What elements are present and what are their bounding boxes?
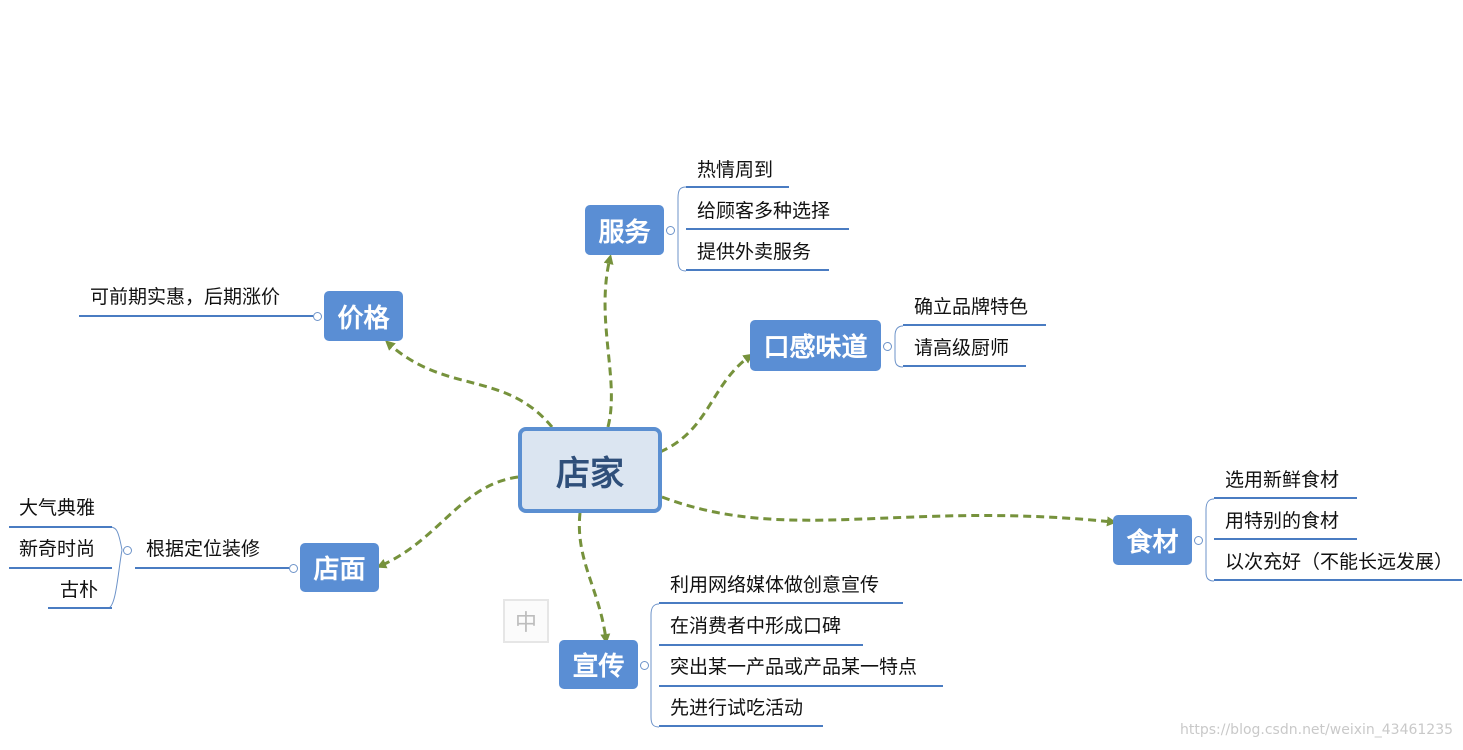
underline <box>659 685 943 687</box>
ime-indicator: 中 <box>503 599 549 643</box>
connector-taste <box>659 353 754 454</box>
topic-ingredients[interactable]: 食材 <box>1113 515 1192 565</box>
underline <box>1214 538 1357 540</box>
connector-promotion <box>577 512 611 644</box>
collapse-toggle-price[interactable] <box>313 312 322 321</box>
underline <box>79 315 313 317</box>
promotion-item-2[interactable]: 在消费者中形成口碑 <box>670 615 842 637</box>
collapse-toggle-ingredients[interactable] <box>1194 536 1203 545</box>
underline <box>903 324 1046 326</box>
promotion-item-1[interactable]: 利用网络媒体做创意宣传 <box>670 574 880 596</box>
underline <box>135 567 289 569</box>
collapse-toggle-promotion[interactable] <box>640 661 649 670</box>
ingredients-item-1[interactable]: 选用新鲜食材 <box>1225 469 1340 491</box>
topic-price[interactable]: 价格 <box>324 291 403 341</box>
storefront-item-1[interactable]: 大气典雅 <box>19 497 96 519</box>
topic-promotion[interactable]: 宣传 <box>559 640 638 689</box>
topic-service[interactable]: 服务 <box>585 205 664 255</box>
topic-storefront[interactable]: 店面 <box>300 543 379 592</box>
connector-service <box>603 254 614 428</box>
taste-item-2[interactable]: 请高级厨师 <box>914 337 1010 359</box>
watermark: https://blog.csdn.net/weixin_43461235 <box>1180 722 1454 738</box>
topic-taste[interactable]: 口感味道 <box>750 320 881 371</box>
price-item-1[interactable]: 可前期实惠，后期涨价 <box>90 286 281 308</box>
collapse-toggle-service[interactable] <box>666 226 675 235</box>
underline <box>659 725 823 727</box>
storefront-item-2[interactable]: 新奇时尚 <box>19 538 96 560</box>
taste-bracket <box>894 325 904 368</box>
storefront-item-3[interactable]: 古朴 <box>60 579 99 601</box>
underline <box>686 269 829 271</box>
promotion-item-3[interactable]: 突出某一产品或产品某一特点 <box>670 656 918 678</box>
collapse-toggle-storefront[interactable] <box>289 564 298 573</box>
collapse-toggle-taste[interactable] <box>883 342 892 351</box>
storefront-subtopic[interactable]: 根据定位装修 <box>146 538 261 560</box>
service-item-3[interactable]: 提供外卖服务 <box>697 241 812 263</box>
promotion-item-4[interactable]: 先进行试吃活动 <box>670 697 804 719</box>
underline <box>659 644 863 646</box>
service-bracket <box>677 186 687 272</box>
underline <box>659 602 903 604</box>
connector-price <box>385 340 554 428</box>
connector-storefront <box>376 475 519 569</box>
ingredients-item-3[interactable]: 以次充好（不能长远发展） <box>1225 551 1454 573</box>
underline <box>9 526 112 528</box>
central-topic[interactable]: 店家 <box>518 427 662 513</box>
taste-item-1[interactable]: 确立品牌特色 <box>914 296 1029 318</box>
ingredients-bracket <box>1205 498 1215 582</box>
underline <box>686 228 849 230</box>
connector-ingredients <box>661 495 1117 527</box>
underline <box>686 186 789 188</box>
service-item-2[interactable]: 给顾客多种选择 <box>697 200 831 222</box>
underline <box>1214 579 1462 581</box>
underline <box>1214 497 1357 499</box>
underline <box>9 567 112 569</box>
underline <box>48 607 112 609</box>
collapse-toggle-storefront-sub[interactable] <box>123 546 132 555</box>
ingredients-item-2[interactable]: 用特别的食材 <box>1225 510 1340 532</box>
promotion-bracket <box>650 603 660 728</box>
underline <box>903 365 1026 367</box>
service-item-1[interactable]: 热情周到 <box>697 159 774 181</box>
